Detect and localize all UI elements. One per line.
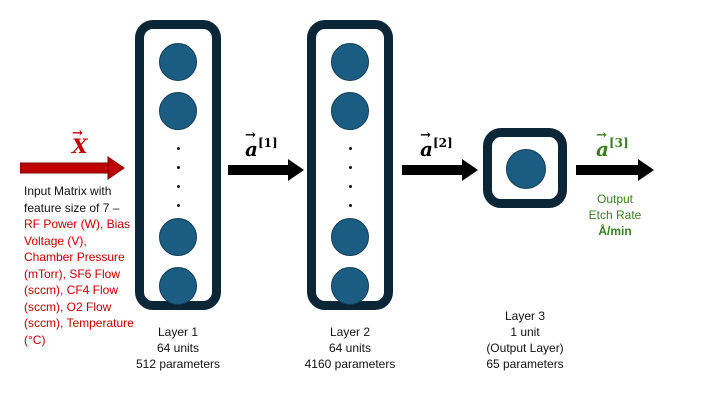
layer-1-node <box>159 218 197 256</box>
layer-params: 65 parameters <box>486 357 564 371</box>
input-description-prefix: Input Matrix with feature size of 7 – <box>24 184 120 215</box>
ellipsis-dot <box>177 166 180 169</box>
layer-params: 4160 parameters <box>304 357 396 371</box>
layer-2-caption: Layer 2 64 units 4160 parameters <box>290 324 410 372</box>
activation-symbol: a <box>245 137 258 161</box>
layer-units: 64 units <box>156 341 200 355</box>
input-arrow <box>20 156 125 180</box>
layer-2-box <box>307 20 393 310</box>
activation-index: [1] <box>257 136 278 150</box>
input-features: RF Power (W), Bias Voltage (V), Chamber … <box>24 217 134 347</box>
layer-role: (Output Layer) <box>486 341 564 355</box>
vector-arrow-icon: → <box>72 126 83 141</box>
activation-1-arrow <box>228 159 304 181</box>
layer-name: Layer 2 <box>329 325 371 339</box>
activation-symbol: a <box>420 137 433 161</box>
ellipsis-dot <box>177 204 180 207</box>
layer-name: Layer 3 <box>504 309 546 323</box>
output-unit: Å/min <box>598 224 632 238</box>
layer-3-node <box>506 149 546 189</box>
layer-name: Layer 1 <box>157 325 199 339</box>
layer-2-node <box>331 92 369 130</box>
activation-3-arrow <box>576 159 654 181</box>
input-description: Input Matrix with feature size of 7 – RF… <box>24 183 134 348</box>
input-symbol: X <box>72 134 88 158</box>
output-line-2: Etch Rate <box>588 208 642 222</box>
output-description: Output Etch Rate Å/min <box>570 191 660 239</box>
activation-2-arrow <box>402 159 478 181</box>
layer-3-caption: Layer 3 1 unit (Output Layer) 65 paramet… <box>465 308 585 372</box>
ellipsis-dot <box>349 185 352 188</box>
layer-1-node <box>159 267 197 305</box>
ellipsis-dot <box>177 147 180 150</box>
activation-index: [2] <box>432 136 453 150</box>
input-vector-label: → X <box>72 126 88 158</box>
layer-units: 64 units <box>328 341 372 355</box>
layer-1-node <box>159 43 197 81</box>
layer-2-node <box>331 267 369 305</box>
layer-2-node <box>331 43 369 81</box>
layer-3-box <box>483 128 567 208</box>
ellipsis-dot <box>349 166 352 169</box>
activation-index: [3] <box>608 136 629 150</box>
activation-1-label: → a[1] <box>245 128 278 161</box>
ellipsis-dot <box>349 147 352 150</box>
activation-2-label: → a[2] <box>420 128 453 161</box>
layer-1-node <box>159 92 197 130</box>
output-line-1: Output <box>596 192 634 206</box>
layer-2-node <box>331 218 369 256</box>
ellipsis-dot <box>177 185 180 188</box>
ellipsis-dot <box>349 204 352 207</box>
vector-arrow-icon: → <box>420 128 431 143</box>
layer-params: 512 parameters <box>135 357 221 371</box>
vector-arrow-icon: → <box>245 128 256 143</box>
vector-arrow-icon: → <box>596 128 607 143</box>
layer-1-box <box>135 20 221 310</box>
layer-1-caption: Layer 1 64 units 512 parameters <box>118 324 238 372</box>
layer-units: 1 unit <box>510 325 540 339</box>
activation-3-label: → a[3] <box>596 128 629 161</box>
activation-symbol: a <box>596 137 609 161</box>
